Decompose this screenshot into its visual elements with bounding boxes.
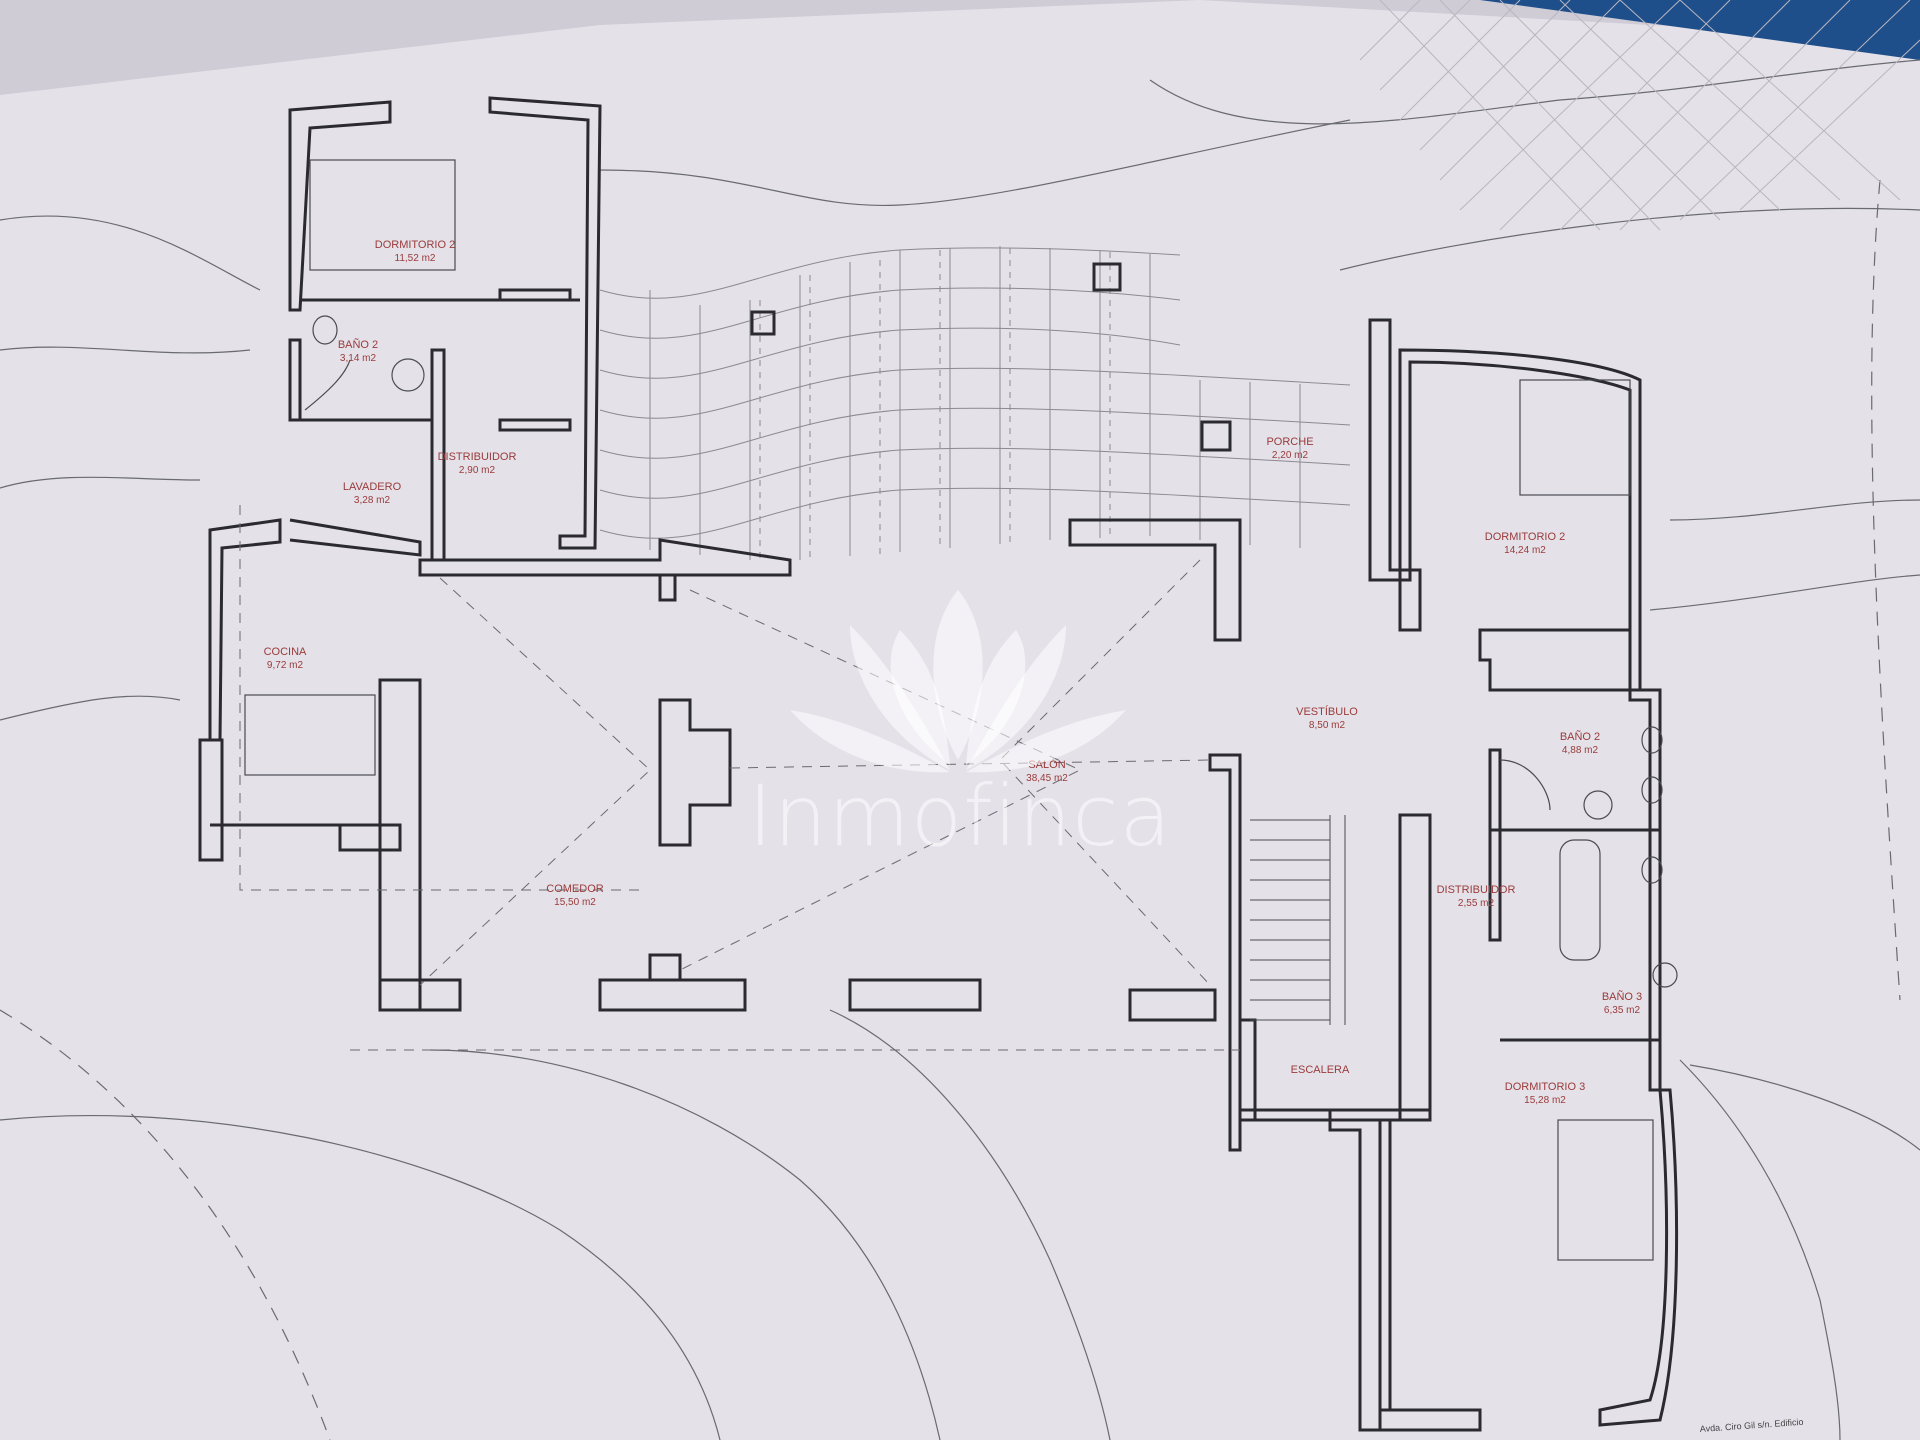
terrace-tiles (599, 246, 1351, 560)
terrain-dashed (0, 179, 1901, 1440)
room-name-comedor: COMEDOR (546, 883, 604, 895)
room-area-vestibulo: 8,50 m2 (1309, 720, 1346, 731)
room-name-distribuidor-left: DISTRIBUIDOR (438, 451, 517, 463)
room-area-salon: 38,45 m2 (1026, 773, 1068, 784)
room-area-lavadero: 3,28 m2 (354, 495, 391, 506)
room-area-dormitorio2-left: 11,52 m2 (395, 253, 436, 264)
room-name-bano2-right: BAÑO 2 (1560, 730, 1600, 743)
terrace-columns (750, 262, 1232, 452)
room-name-bano2-left: BAÑO 2 (338, 338, 378, 351)
room-area-bano2-left: 3,14 m2 (340, 353, 377, 364)
sanitary-fixtures (244, 159, 1678, 1261)
room-name-lavadero: LAVADERO (343, 481, 402, 493)
room-name-bano3: BAÑO 3 (1602, 990, 1642, 1003)
hatched-paving (1359, 0, 1920, 231)
lotus-icon (790, 590, 1126, 773)
terrain-contours (0, 59, 1920, 1440)
room-name-dormitorio2-right: DORMITORIO 2 (1485, 531, 1565, 543)
room-labels: DORMITORIO 2 11,52 m2 BAÑO 2 3,14 m2 DISTRIB… (264, 239, 1643, 1106)
room-area-dormitorio3: 15,28 m2 (1524, 1095, 1566, 1106)
building-walls (198, 96, 1679, 1432)
room-area-distribuidor-right: 2,55 m2 (1458, 898, 1495, 909)
room-area-dormitorio2-right: 14,24 m2 (1504, 545, 1546, 556)
room-area-bano2-right: 4,88 m2 (1562, 745, 1599, 756)
room-name-dormitorio2-left: DORMITORIO 2 (375, 239, 455, 251)
watermark: Inmofinca (748, 590, 1172, 865)
room-name-escalera: ESCALERA (1291, 1064, 1350, 1076)
room-area-comedor: 15,50 m2 (554, 897, 596, 908)
terrace-dashed (759, 248, 1111, 560)
room-name-dormitorio3: DORMITORIO 3 (1505, 1081, 1585, 1093)
room-name-cocina: COCINA (264, 646, 307, 658)
room-area-bano3: 6,35 m2 (1604, 1005, 1641, 1016)
stair-treads (1250, 815, 1346, 1025)
room-area-cocina: 9,72 m2 (267, 660, 304, 671)
room-area-porche: 2,20 m2 (1272, 450, 1309, 461)
room-name-vestibulo: VESTÍBULO (1296, 705, 1358, 718)
room-name-distribuidor-right: DISTRIBUIDOR (1437, 884, 1516, 896)
room-area-distribuidor-left: 2,90 m2 (459, 465, 496, 476)
room-name-porche: PORCHE (1266, 436, 1313, 448)
watermark-brand: Inmofinca (748, 767, 1172, 865)
